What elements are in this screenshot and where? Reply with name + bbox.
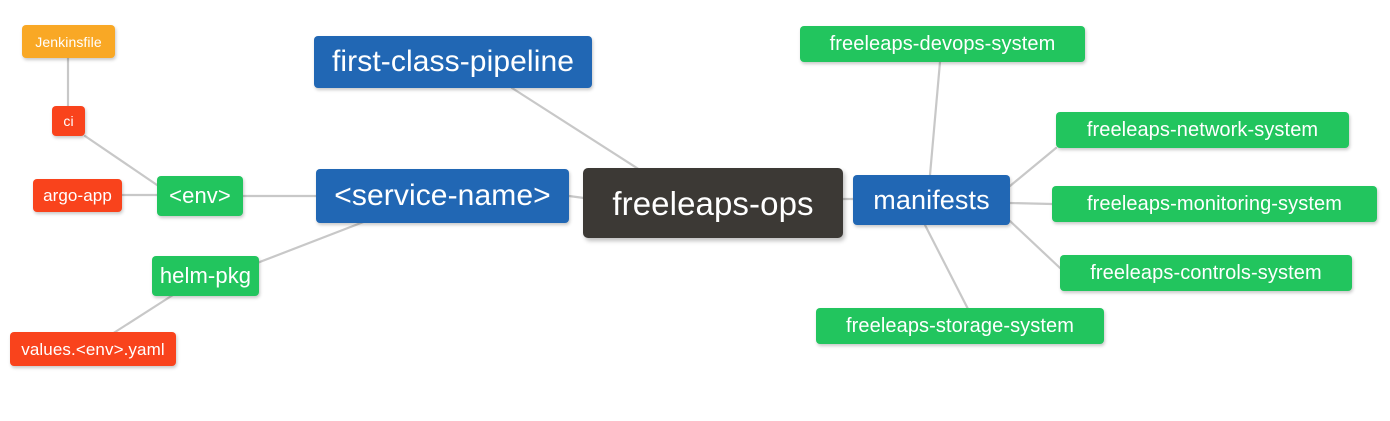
node-argo-app[interactable]: argo-app xyxy=(33,179,122,212)
node-freeleaps-storage-system-label: freeleaps-storage-system xyxy=(845,315,1075,337)
node-jenkinsfile[interactable]: Jenkinsfile xyxy=(22,25,115,58)
node-helm-pkg[interactable]: helm-pkg xyxy=(152,256,259,296)
node-root-freeleaps-ops[interactable]: freeleaps-ops xyxy=(583,168,843,238)
node-first-class-pipeline[interactable]: first-class-pipeline xyxy=(314,36,592,88)
node-root-label: freeleaps-ops xyxy=(612,184,814,222)
edge-ci-env xyxy=(83,134,159,187)
node-argo-app-label: argo-app xyxy=(43,186,112,205)
node-manifests-label: manifests xyxy=(873,184,990,215)
node-manifests[interactable]: manifests xyxy=(853,175,1010,225)
edge-manifests-controls xyxy=(1008,219,1062,270)
edge-helmpkg-valuesyaml xyxy=(110,291,178,336)
edge-pipeline-root xyxy=(510,86,642,172)
node-first-class-pipeline-label: first-class-pipeline xyxy=(331,45,575,78)
node-freeleaps-devops-system[interactable]: freeleaps-devops-system xyxy=(800,26,1085,62)
node-freeleaps-controls-system-label: freeleaps-controls-system xyxy=(1090,262,1322,284)
node-ci-label: ci xyxy=(63,113,74,129)
node-freeleaps-devops-system-label: freeleaps-devops-system xyxy=(829,33,1056,55)
edge-manifests-devops xyxy=(928,60,942,177)
node-values-yaml[interactable]: values.<env>.yaml xyxy=(10,332,176,366)
node-freeleaps-network-system-label: freeleaps-network-system xyxy=(1086,119,1319,141)
node-freeleaps-storage-system[interactable]: freeleaps-storage-system xyxy=(816,308,1104,344)
node-ci[interactable]: ci xyxy=(52,106,85,136)
node-service-name[interactable]: <service-name> xyxy=(316,169,569,223)
node-jenkinsfile-label: Jenkinsfile xyxy=(35,33,102,50)
node-freeleaps-controls-system[interactable]: freeleaps-controls-system xyxy=(1060,255,1352,291)
edge-servicename-root xyxy=(567,194,586,200)
edge-manifests-storage xyxy=(923,223,970,311)
edge-manifests-monitoring xyxy=(1008,201,1054,206)
node-env-label: <env> xyxy=(169,183,231,208)
node-service-name-label: <service-name> xyxy=(334,179,551,212)
node-values-yaml-label: values.<env>.yaml xyxy=(21,339,165,359)
node-freeleaps-network-system[interactable]: freeleaps-network-system xyxy=(1056,112,1349,148)
node-helm-pkg-label: helm-pkg xyxy=(159,263,252,288)
node-freeleaps-monitoring-system-label: freeleaps-monitoring-system xyxy=(1086,193,1342,215)
edge-servicename-helmpkg xyxy=(250,219,368,267)
edge-manifests-network xyxy=(1008,146,1058,188)
node-freeleaps-monitoring-system[interactable]: freeleaps-monitoring-system xyxy=(1052,186,1377,222)
node-env[interactable]: <env> xyxy=(157,176,243,216)
